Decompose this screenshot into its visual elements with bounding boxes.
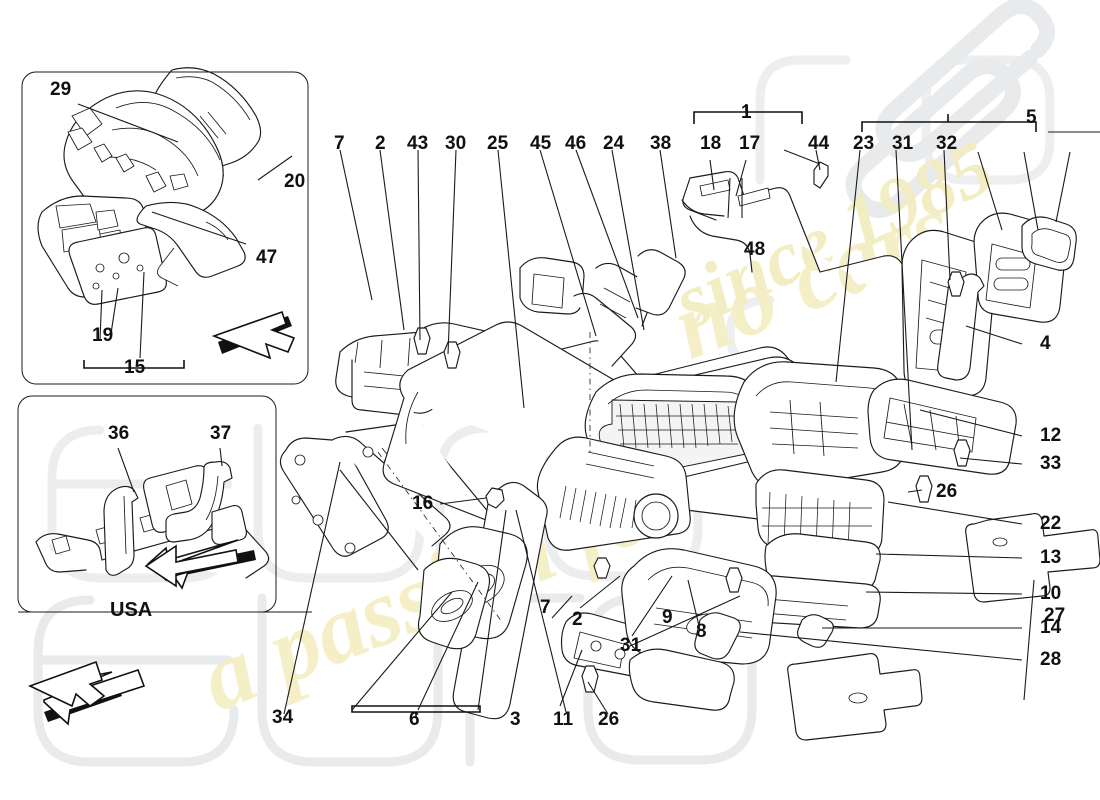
part-label-28: 28	[1040, 649, 1062, 670]
group-braces	[351, 104, 1100, 718]
inset-label-37: 37	[210, 423, 232, 444]
part-label-2: 2	[375, 133, 386, 154]
part-label-16: 16	[412, 493, 434, 514]
part-label-11: 11	[553, 709, 574, 730]
part-label-4: 4	[1040, 333, 1051, 354]
inset-steering-column-artwork	[37, 67, 296, 369]
part-label-30: 30	[445, 133, 467, 154]
part-label-45: 45	[530, 133, 552, 154]
inset-label-36: 36	[108, 423, 130, 444]
part-label-23: 23	[853, 133, 875, 154]
inset-usa-artwork	[18, 447, 312, 613]
group-label-5: 5	[1026, 107, 1037, 128]
inset-label-29: 29	[50, 79, 72, 100]
part-label-26-bottom: 26	[598, 709, 620, 730]
part-label-34: 34	[272, 707, 294, 728]
group-label-1: 1	[741, 102, 752, 123]
inset-label-15: 15	[124, 357, 146, 378]
part-label-24: 24	[603, 133, 625, 154]
view-direction-arrow-main	[27, 660, 146, 726]
part-label-38: 38	[650, 133, 672, 154]
part-label-31-bottom: 31	[620, 635, 642, 656]
part-label-7: 7	[334, 133, 345, 154]
part-label-26-right: 26	[936, 481, 958, 502]
part-label-46: 46	[565, 133, 587, 154]
part-label-18: 18	[700, 133, 722, 154]
group-label-6: 6	[409, 709, 420, 730]
part-label-25: 25	[487, 133, 509, 154]
part-label-22: 22	[1040, 513, 1062, 534]
part-label-13: 13	[1040, 547, 1062, 568]
inset-label-47: 47	[256, 247, 278, 268]
part-label-8: 8	[696, 621, 707, 642]
inset-label-20: 20	[284, 171, 306, 192]
inset-label-19: 19	[92, 325, 114, 346]
part-label-31-top: 31	[892, 133, 914, 154]
leader-lines	[283, 149, 1071, 715]
usa-caption: USA	[110, 599, 153, 621]
part-label-3: 3	[510, 709, 521, 730]
part-label-12: 12	[1040, 425, 1062, 446]
part-label-7-bottom: 7	[540, 597, 551, 618]
part-label-2-bottom: 2	[572, 609, 583, 630]
part-label-43: 43	[407, 133, 429, 154]
part-label-32: 32	[936, 133, 958, 154]
part-label-9: 9	[662, 607, 673, 628]
part-label-33: 33	[1040, 453, 1062, 474]
part-label-14: 14	[1040, 617, 1062, 638]
main-assembly-artwork	[279, 104, 1100, 741]
part-label-27: 27	[1044, 605, 1066, 626]
part-label-44: 44	[808, 133, 830, 154]
part-label-17: 17	[739, 133, 761, 154]
part-label-10: 10	[1040, 583, 1062, 604]
part-label-48: 48	[744, 239, 766, 260]
